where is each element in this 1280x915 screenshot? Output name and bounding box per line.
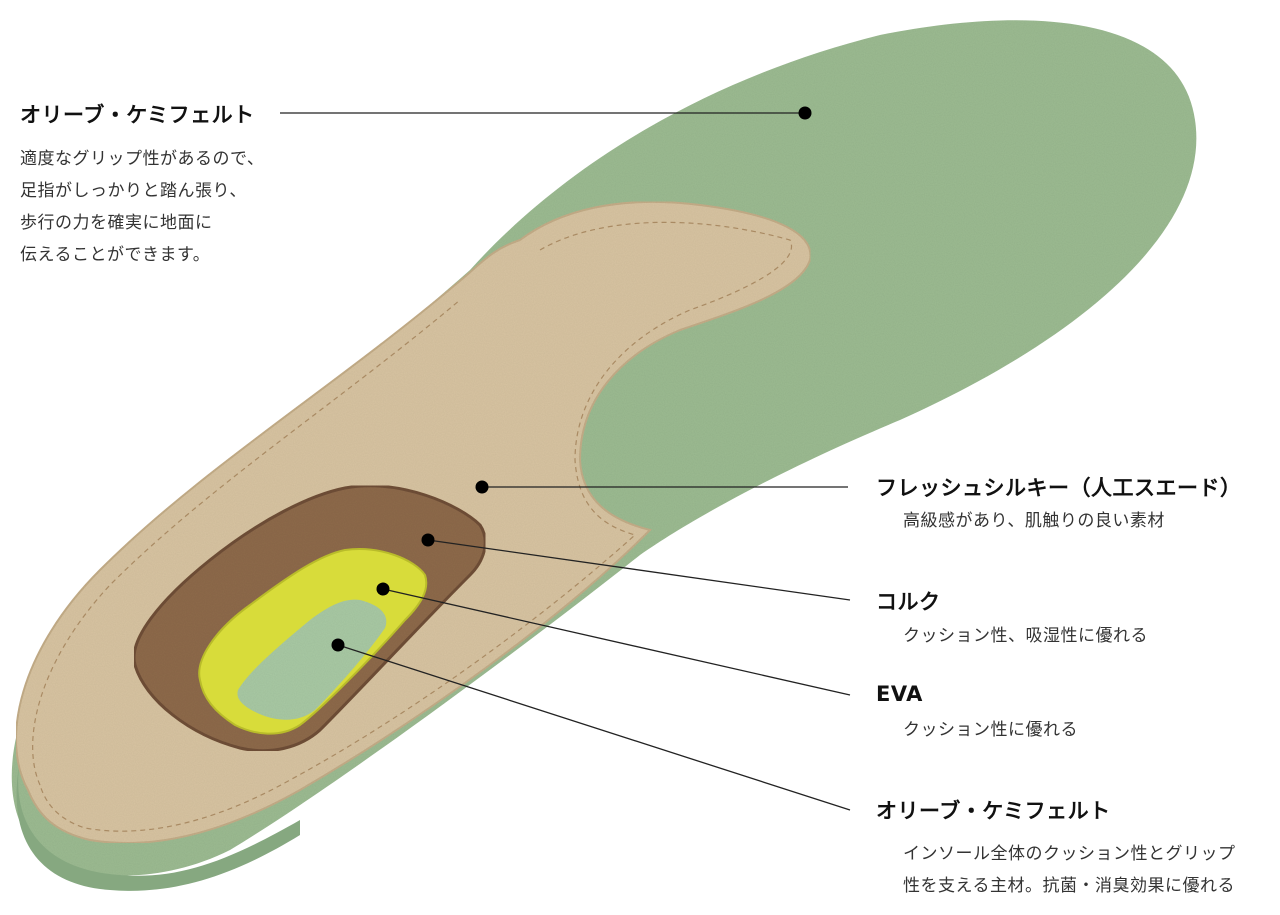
olive-felt-edge	[16, 760, 301, 891]
callout-desc-eva: クッション性に優れる	[903, 714, 1078, 746]
callout-desc-olive-top: 適度なグリップ性があるので、 足指がしっかりと踏ん張り、 歩行の力を確実に地面に…	[20, 143, 264, 271]
desc-line: インソール全体のクッション性とグリップ	[903, 844, 1236, 864]
desc-line: 性を支える主材。抗菌・消臭効果に優れる	[903, 876, 1235, 896]
silky-stitching	[32, 221, 793, 832]
desc-line: クッション性に優れる	[903, 720, 1078, 740]
leader-line-eva	[382, 588, 851, 696]
marker-dot-cork	[421, 533, 435, 547]
callout-desc-olive-bottom: インソール全体のクッション性とグリップ 性を支える主材。抗菌・消臭効果に優れる	[903, 838, 1236, 902]
inner-felt-layer	[237, 599, 387, 720]
desc-line: クッション性、吸湿性に優れる	[903, 626, 1148, 646]
leader-line-olive-bottom	[337, 644, 851, 811]
callout-title-cork: コルク	[876, 590, 941, 614]
callout-title-olive-bottom: オリーブ・ケミフェルト	[876, 799, 1111, 823]
desc-line: 高級感があり、肌触りの良い素材	[903, 511, 1165, 531]
desc-line: 適度なグリップ性があるので、	[20, 149, 265, 169]
leader-line-cork	[427, 539, 851, 601]
callout-desc-cork: クッション性、吸湿性に優れる	[903, 620, 1148, 652]
desc-line: 足指がしっかりと踏ん張り、	[20, 181, 247, 201]
marker-dot-olive-top	[798, 106, 812, 120]
marker-dot-eva	[376, 582, 390, 596]
callout-title-silky: フレッシュシルキー（人工スエード）	[876, 476, 1242, 500]
leader-lines	[280, 112, 851, 811]
callout-title-eva: EVA	[876, 682, 923, 706]
desc-line: 歩行の力を確実に地面に	[20, 213, 213, 233]
desc-line: 伝えることができます。	[20, 245, 211, 265]
marker-dots	[331, 106, 812, 652]
callout-title-olive-top: オリーブ・ケミフェルト	[20, 103, 255, 127]
marker-dot-olive-bottom	[331, 638, 345, 652]
marker-dot-silky	[475, 480, 489, 494]
callout-desc-silky: 高級感があり、肌触りの良い素材	[903, 505, 1165, 537]
